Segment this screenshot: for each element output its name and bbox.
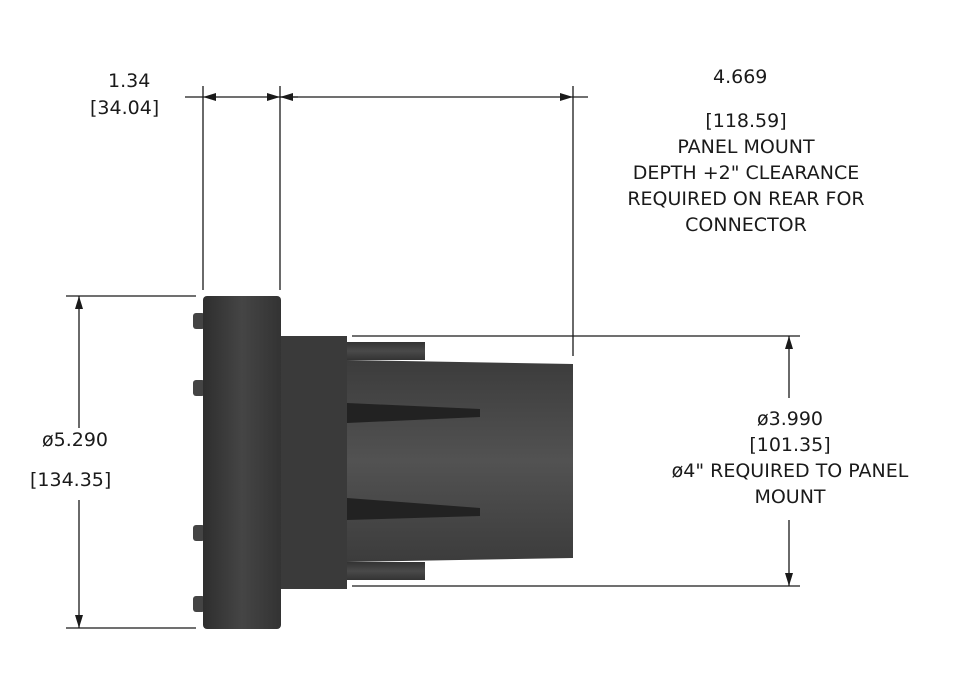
mounting-stud bbox=[193, 380, 205, 396]
panel-depth-note-line: DEPTH +2" CLEARANCE bbox=[632, 162, 860, 184]
part-side-view bbox=[193, 296, 573, 629]
panel-depth-text-block: [118.59] PANEL MOUNT DEPTH +2" CLEARANCE… bbox=[596, 108, 896, 238]
arrowhead bbox=[267, 93, 280, 101]
mounting-stud bbox=[193, 313, 205, 329]
body-diameter-text-block: ø3.990 [101.35] ø4" REQUIRED TO PANEL MO… bbox=[630, 406, 950, 510]
panel-depth-note-line: PANEL MOUNT bbox=[677, 136, 815, 158]
arrowhead bbox=[785, 336, 793, 349]
flange-thickness-inch: 1.34 bbox=[108, 70, 151, 92]
clamp-lug-bottom bbox=[347, 562, 425, 580]
flange-thickness-mm: [34.04] bbox=[90, 97, 160, 119]
panel-depth-note-line: CONNECTOR bbox=[685, 214, 807, 236]
collar bbox=[281, 336, 347, 589]
panel-depth-inch: 4.669 bbox=[713, 66, 768, 88]
body-diameter-mm: [101.35] bbox=[749, 434, 831, 456]
panel-depth-mm: [118.59] bbox=[705, 110, 787, 132]
mounting-stud bbox=[193, 525, 205, 541]
clamp-lug-top bbox=[347, 342, 425, 360]
arrowhead bbox=[560, 93, 573, 101]
body-cylinder bbox=[347, 360, 573, 562]
wedge-slot-top bbox=[347, 403, 480, 423]
arrowhead bbox=[75, 615, 83, 628]
arrowheads bbox=[75, 93, 793, 628]
arrowhead bbox=[203, 93, 216, 101]
body-diameter-inch: ø3.990 bbox=[756, 408, 824, 430]
body-diameter-note-line: MOUNT bbox=[754, 486, 826, 508]
arrowhead bbox=[785, 573, 793, 586]
arrowhead bbox=[280, 93, 293, 101]
arrowhead bbox=[75, 296, 83, 309]
mounting-stud bbox=[193, 596, 205, 612]
panel-depth-note-line: REQUIRED ON REAR FOR bbox=[627, 188, 865, 210]
front-flange bbox=[203, 296, 281, 629]
flange-diameter-mm: [134.35] bbox=[30, 469, 112, 491]
flange-diameter-inch: ø5.290 bbox=[42, 429, 109, 451]
wedge-slot-bottom bbox=[347, 498, 480, 520]
body-diameter-note-line: ø4" REQUIRED TO PANEL bbox=[671, 460, 909, 482]
